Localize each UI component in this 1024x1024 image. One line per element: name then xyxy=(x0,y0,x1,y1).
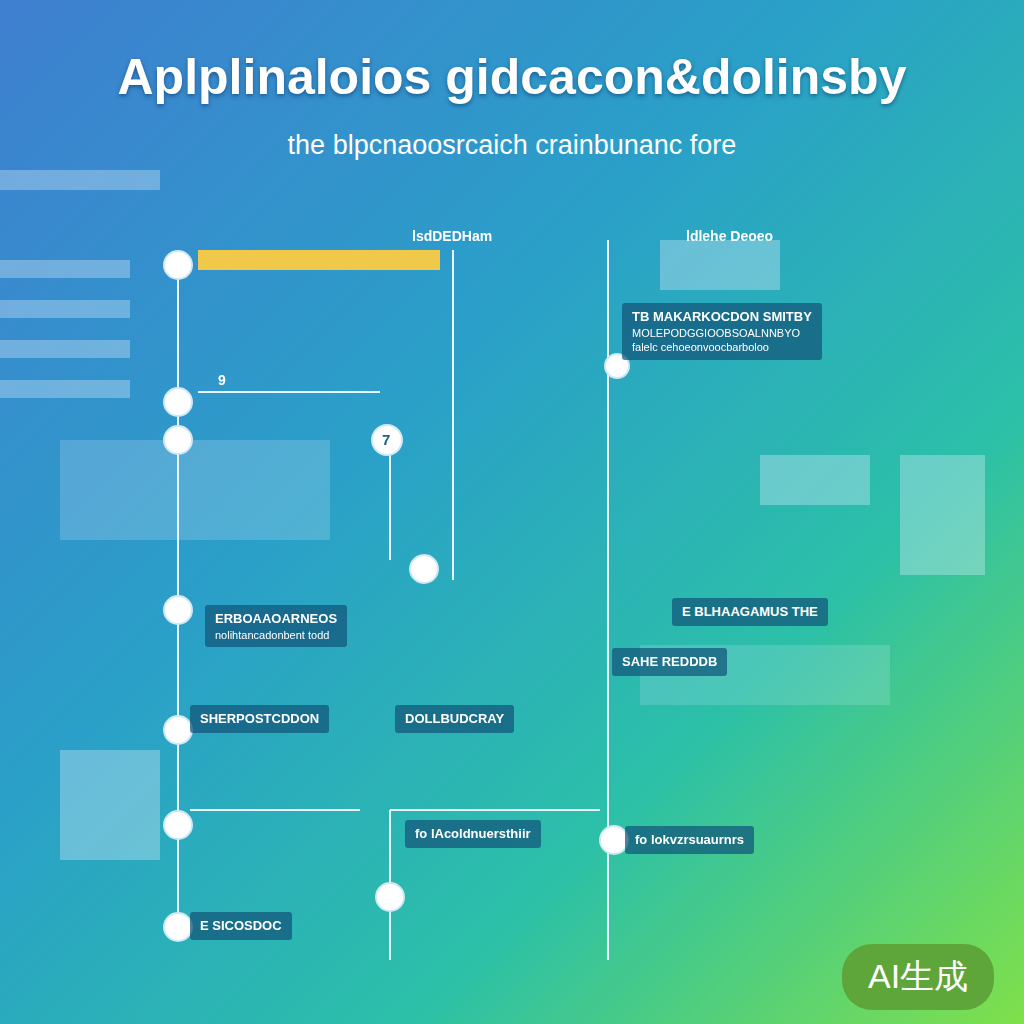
box-heading: ERBOAAOARNEOS xyxy=(215,610,337,628)
box-heading: AI生成 xyxy=(868,954,968,1000)
timeline-lines xyxy=(178,240,608,960)
box-body: falelc cehoeonvoocbarboloo xyxy=(632,340,812,355)
box-heading: E BLHAAGAMUS THE xyxy=(682,603,818,621)
timeline-box: E BLHAAGAMUS THE xyxy=(672,598,828,626)
column-header: lsdDEDHam xyxy=(412,228,492,244)
watermark-pill: AI生成 xyxy=(842,944,994,1010)
timeline-box: E SICOSDOC xyxy=(190,912,292,940)
timeline-box: SHERPOSTCDDON xyxy=(190,705,329,733)
box-heading: fo lAcoldnuersthiir xyxy=(415,825,531,843)
highlight-bar xyxy=(198,250,440,270)
timeline-box: fo lokvzrsuaurnrs xyxy=(625,826,754,854)
callout-number: 7 xyxy=(382,431,390,448)
column-header: ldlehe Deoeo xyxy=(686,228,773,244)
box-body: nolihtancadonbent todd xyxy=(215,628,337,643)
timeline-box: SAHE REDDDB xyxy=(612,648,727,676)
diagram-title: Aplplinaloios gidcacon&dolinsby xyxy=(0,48,1024,106)
timeline-box: TB MAKARKOCDON SMITBYMOLEPODGGIOOBSOALNN… xyxy=(622,303,822,360)
box-heading: TB MAKARKOCDON SMITBY xyxy=(632,308,812,326)
callout-number: 9 xyxy=(218,372,226,388)
box-heading: DOLLBUDCRAY xyxy=(405,710,504,728)
timeline-box: fo lAcoldnuersthiir xyxy=(405,820,541,848)
faded-screens xyxy=(0,170,985,860)
box-heading: fo lokvzrsuaurnrs xyxy=(635,831,744,849)
box-body: MOLEPODGGIOOBSOALNNBYO xyxy=(632,326,812,341)
diagram-caption: the blpcnaoosrcaich crainbunanc fore xyxy=(0,130,1024,161)
box-heading: SAHE REDDDB xyxy=(622,653,717,671)
timeline-dots xyxy=(164,251,629,941)
timeline-box: DOLLBUDCRAY xyxy=(395,705,514,733)
box-heading: E SICOSDOC xyxy=(200,917,282,935)
timeline-box: ERBOAAOARNEOSnolihtancadonbent todd xyxy=(205,605,347,647)
box-heading: SHERPOSTCDDON xyxy=(200,710,319,728)
